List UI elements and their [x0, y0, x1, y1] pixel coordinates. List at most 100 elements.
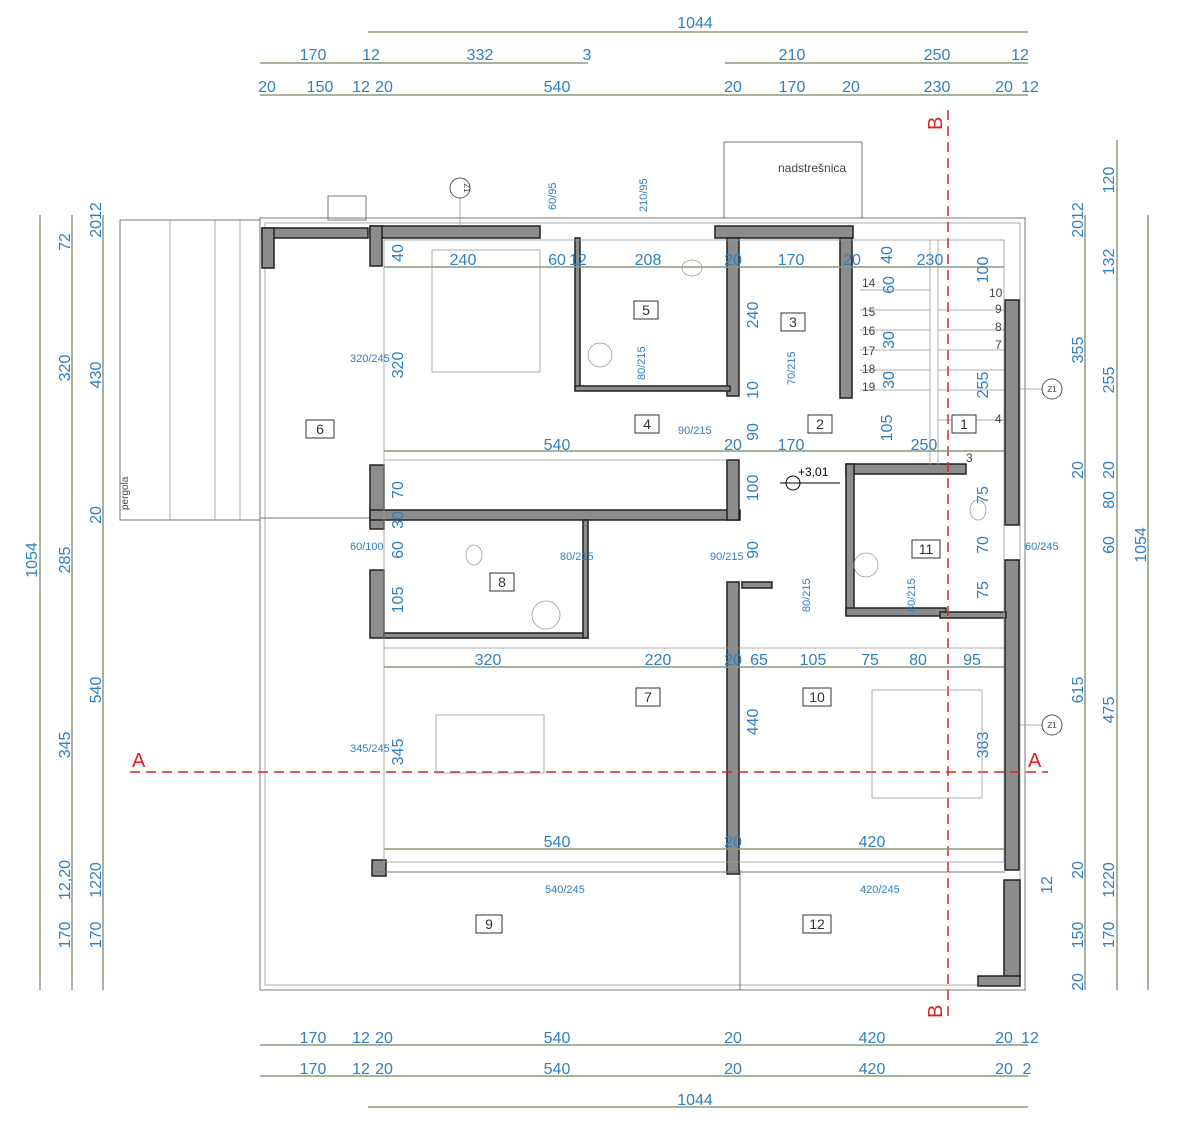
dim: 170	[57, 922, 74, 949]
opening-tag: 320/245	[350, 353, 390, 365]
dim: 100	[745, 475, 762, 502]
z1-tag: Z1	[1047, 385, 1057, 394]
interior-dimensions: 240 60 12 208 20 170 20 40 230 100 40 32…	[384, 244, 1004, 851]
room-10: 10	[809, 689, 825, 705]
dim: 70	[975, 536, 992, 554]
dim: 20	[724, 834, 742, 851]
dim: 105	[800, 652, 827, 669]
dim: 255	[1101, 367, 1118, 394]
dim: 20	[375, 1061, 393, 1078]
room-11: 11	[919, 541, 934, 557]
dim: 75	[975, 581, 992, 599]
top-dimensions: 1044 170 12 332 3 210 250 12 20 150 12 2…	[258, 15, 1039, 96]
dim: 345	[57, 732, 74, 759]
dim: 20	[724, 252, 742, 269]
opening-tag: 90/215	[678, 425, 712, 437]
bottom-dimensions: 170 12 20 540 20 420 20 12 170 12 20 540…	[260, 1030, 1039, 1109]
dim: 1220	[1101, 862, 1118, 898]
stair-step: 19	[862, 380, 876, 394]
opening-tag: 345/245	[350, 743, 390, 755]
section-b-bottom: B	[925, 1005, 947, 1018]
dim: 30	[390, 511, 407, 529]
dim: 440	[745, 709, 762, 736]
dim: 430	[88, 362, 105, 389]
opening-tag: 60/95	[547, 182, 559, 210]
opening-tag: 80/215	[636, 346, 648, 380]
dim: 320	[390, 352, 407, 379]
furniture	[431, 249, 987, 799]
dim: 540	[544, 1030, 571, 1047]
level-marker: +3,01	[780, 465, 840, 491]
dim: 30	[881, 371, 898, 389]
z1-tag: Z1	[1047, 721, 1057, 730]
dim: 75	[861, 652, 879, 669]
dim: 2012	[1070, 202, 1087, 238]
opening-tag: 80/215	[560, 551, 594, 563]
opening-tag: 70/215	[786, 351, 798, 385]
opening-tag: 60/245	[1025, 541, 1059, 553]
dim: 150	[307, 79, 334, 96]
dim: 345	[390, 739, 407, 766]
stair-step: 3	[966, 451, 973, 465]
room-1: 1	[960, 416, 968, 432]
dim: 1054	[1133, 527, 1150, 563]
dim: 12	[352, 1061, 370, 1078]
dim: 12,20	[57, 860, 74, 900]
opening-tags: 320/245 60/100 345/245 540/245 420/245 6…	[350, 178, 1059, 896]
dim: 208	[635, 252, 662, 269]
dim: 220	[645, 652, 672, 669]
dim: 240	[745, 302, 762, 329]
walls	[261, 225, 1021, 987]
toilet	[465, 544, 483, 566]
dim: 75	[975, 486, 992, 504]
dim: 475	[1101, 697, 1118, 724]
dim: 20	[88, 506, 105, 524]
opening-tag: 80/215	[906, 578, 918, 612]
stair-step: 7	[995, 338, 1002, 352]
dim: 90	[745, 423, 762, 441]
room-8: 8	[498, 574, 506, 590]
dim: 420	[859, 834, 886, 851]
bed	[435, 714, 545, 774]
dim: 12	[1039, 876, 1056, 894]
stair-step: 4	[995, 412, 1002, 426]
dim: 332	[467, 47, 494, 64]
dim: 320	[57, 355, 74, 382]
opening-tag: 90/215	[710, 551, 744, 563]
dim: 100	[975, 257, 992, 284]
dim: 230	[917, 252, 944, 269]
room-numbers: 1 2 3 4 5 6 7 8 9 10 11 12	[305, 300, 977, 934]
room-6: 6	[316, 421, 324, 437]
dim: 20	[1070, 861, 1087, 879]
dim: 170	[300, 1030, 327, 1047]
dim: 20	[842, 79, 860, 96]
dim: 30	[881, 331, 898, 349]
dim: 170	[778, 437, 805, 454]
dim: 80	[1101, 491, 1118, 509]
dim: 2	[1023, 1061, 1032, 1078]
dim: 540	[544, 1061, 571, 1078]
opening-tag: 60/100	[350, 541, 384, 553]
dim: 1220	[88, 862, 105, 898]
toilet	[681, 259, 703, 277]
dim: 20	[724, 79, 742, 96]
dim: 20	[724, 437, 742, 454]
dim: 65	[750, 652, 768, 669]
dim: 20	[995, 79, 1013, 96]
section-a-left: A	[132, 750, 146, 772]
section-lines: A A B B	[130, 110, 1048, 1020]
room-3: 3	[789, 314, 797, 330]
dim: 12	[569, 252, 587, 269]
building-outline	[119, 141, 1026, 991]
room-4: 4	[643, 416, 651, 432]
staircase: 14 15 16 17 18 19 4 7 8 9 10 3	[860, 240, 1004, 465]
dim: 60	[548, 252, 566, 269]
dim: 12	[352, 79, 370, 96]
dim: 20	[995, 1061, 1013, 1078]
dim: 355	[1070, 337, 1087, 364]
dim: 20	[724, 1030, 742, 1047]
dim: 250	[911, 437, 938, 454]
dim: 170	[300, 1061, 327, 1078]
z1-tag: Z1	[462, 183, 471, 193]
